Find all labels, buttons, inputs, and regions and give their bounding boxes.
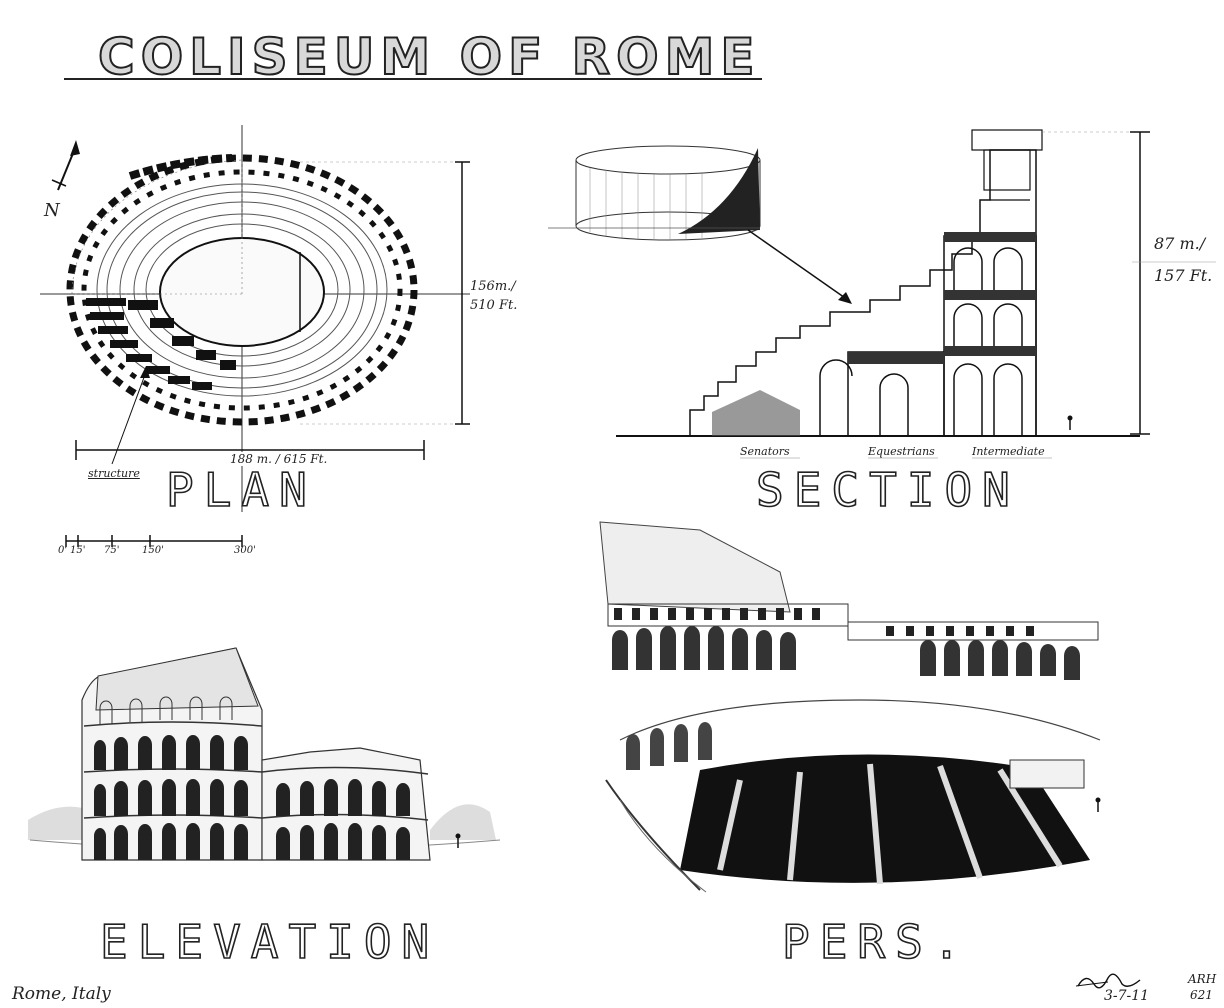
section-label: SECTION <box>755 462 1020 518</box>
scale-tick-300: 300' <box>234 545 256 556</box>
drawing-title: COLISEUM OF ROME <box>97 27 761 87</box>
scale-tick-15: 15' <box>70 545 86 556</box>
level-senators: Senators <box>740 445 790 458</box>
perspective-label: PERS. <box>781 914 971 970</box>
elevation-label: ELEVATION <box>99 914 440 970</box>
course-number: 621 <box>1190 988 1213 1002</box>
structure-callout: structure <box>88 467 140 480</box>
location-note: Rome, Italy <box>12 984 111 1004</box>
plan-label: PLAN <box>165 462 317 518</box>
section-dim-ft: 157 Ft. <box>1154 266 1213 285</box>
section-dim-m: 87 m./ <box>1154 234 1206 253</box>
plan-dim-vertical-ft: 510 Ft. <box>470 298 518 313</box>
drawing-date: 3-7-11 <box>1104 988 1150 1004</box>
scale-tick-75: 75' <box>104 545 120 556</box>
north-label: N <box>44 200 60 221</box>
plan-dim-vertical-m: 156m./ <box>470 279 516 294</box>
scale-tick-150: 150' <box>142 545 164 556</box>
course-code: ARH <box>1188 972 1217 986</box>
plan-dim-horizontal: 188 m. / 615 Ft. <box>228 452 330 466</box>
level-intermediate: Intermediate <box>972 445 1045 458</box>
level-equestrians: Equestrians <box>868 445 935 458</box>
title-underline <box>64 78 762 80</box>
scale-tick-0: 0' <box>58 545 68 556</box>
